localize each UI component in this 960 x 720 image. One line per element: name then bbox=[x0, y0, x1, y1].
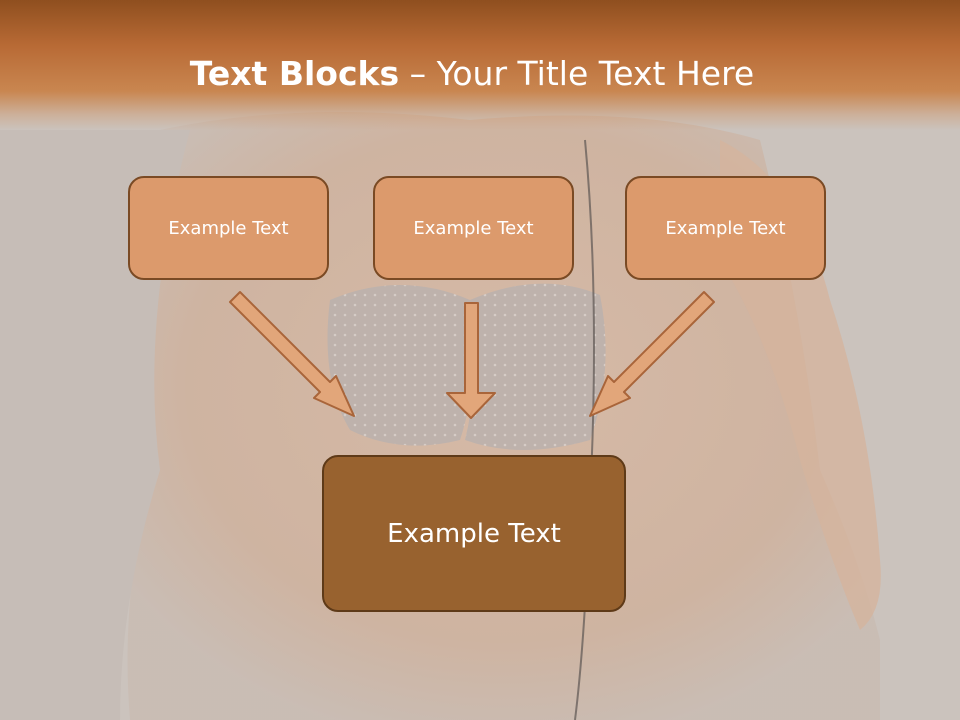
title-rest: – Your Title Text Here bbox=[399, 54, 755, 93]
text-block-top-right[interactable]: Example Text bbox=[625, 176, 826, 280]
text-block-label: Example Text bbox=[387, 518, 561, 549]
title-bold: Text Blocks bbox=[189, 54, 400, 93]
text-block-top-center[interactable]: Example Text bbox=[373, 176, 574, 280]
arrow-down-left-icon bbox=[589, 291, 715, 417]
text-block-label: Example Text bbox=[413, 217, 534, 239]
page-title: Text Blocks – Your Title Text Here bbox=[0, 54, 944, 93]
text-block-bottom[interactable]: Example Text bbox=[322, 455, 626, 612]
text-block-label: Example Text bbox=[665, 217, 786, 239]
header-band bbox=[0, 0, 960, 130]
arrow-down-right-icon bbox=[229, 291, 355, 417]
arrow-down-icon bbox=[446, 302, 496, 419]
text-block-label: Example Text bbox=[168, 217, 289, 239]
text-block-top-left[interactable]: Example Text bbox=[128, 176, 329, 280]
